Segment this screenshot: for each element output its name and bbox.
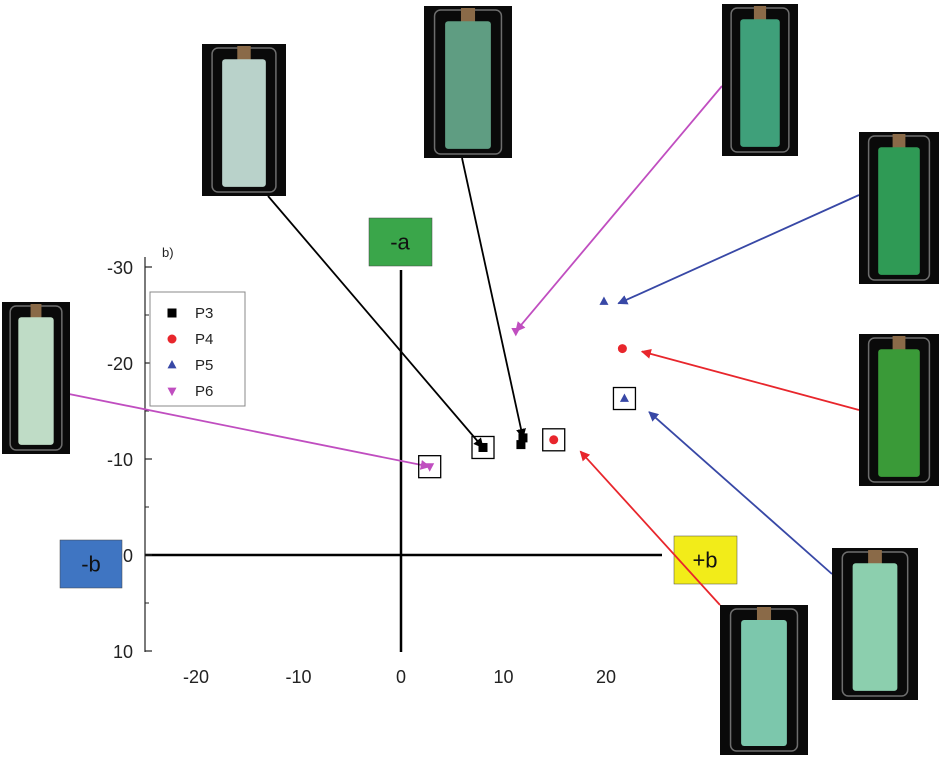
data-point-p3 [478,442,488,452]
x-tick-label: 0 [396,667,406,687]
x-tick-label: -10 [285,667,311,687]
pos-b-label: +b [673,535,738,585]
film-strip [878,349,920,477]
neg-b-text: -b [81,552,101,577]
pointer-arrow-p3 [461,157,526,439]
pointer-arrow-p5 [617,194,860,305]
vial-clip [892,336,906,350]
sample-photos-layer [2,4,939,755]
data-point-p6 [511,327,521,337]
data-point-p5 [599,296,609,305]
x-tick-label: -20 [183,667,209,687]
legend-label-p3: P3 [195,305,213,322]
data-point-p4 [617,344,627,354]
legend-marker-p6 [167,387,177,397]
pointer-arrow-p6 [515,85,723,333]
film-strip [740,19,780,147]
highlight-boxes-layer [418,386,637,479]
data-points-layer [425,296,629,472]
vial-clip [30,304,42,318]
legend-marker-p5 [167,359,177,369]
neg-a-label: -a [368,217,433,267]
y-tick-label: -30 [107,258,133,278]
pointer-arrow-p4 [579,450,721,606]
y-axis-ticks: -30 -20 -10 0 10 [107,258,152,662]
neg-a-text: -a [390,230,410,255]
data-point-p4 [549,435,559,445]
sample-photo [2,302,70,454]
data-point-p3 [518,433,528,443]
highlight-box-p3 [471,435,495,460]
vial-clip [756,607,772,621]
film-strip [445,21,491,149]
highlight-box-p5 [612,386,637,411]
x-axis-ticks: -20 -10 0 10 20 [183,667,616,687]
pointer-arrow-p6 [63,392,431,470]
data-point-p5 [619,393,629,402]
sample-photo [202,44,286,196]
highlight-box-p4 [542,428,566,452]
sample-photo [424,6,512,158]
vial-clip [892,134,906,148]
arrows-layer [63,85,860,606]
legend-label-p4: P4 [195,331,213,348]
data-point-p3 [516,440,526,450]
pointer-arrow-p5 [648,411,833,575]
film-strip [852,563,898,691]
film-strip [18,317,54,445]
data-point-p6 [425,463,435,472]
film-strip [222,59,266,187]
pos-b-text: +b [692,548,717,573]
vial-clip [237,46,251,60]
legend-label-p5: P5 [195,357,213,374]
legend-marker-p3 [167,308,177,318]
y-tick-label: -20 [107,354,133,374]
panel-label: b) [162,245,174,260]
sample-photo [859,132,939,284]
vial-clip [460,8,476,22]
film-strip [878,147,920,275]
highlight-box-p6 [418,455,442,479]
legend-label-p6: P6 [195,383,213,400]
y-tick-label: 0 [123,546,133,566]
legend-marker-p4 [167,334,177,344]
neg-b-label: -b [59,539,123,589]
film-strip [741,620,787,746]
sample-photo [859,334,939,486]
pointer-arrow-p3 [267,195,484,449]
vial-clip [868,550,882,564]
x-tick-label: 10 [493,667,513,687]
sample-photo [832,548,918,700]
sample-photo [720,605,808,755]
vial-clip [753,6,767,20]
x-tick-label: 20 [596,667,616,687]
pointer-arrow-p4 [640,348,860,411]
sample-photo [722,4,798,156]
y-tick-label: -10 [107,450,133,470]
y-tick-label: 10 [113,642,133,662]
